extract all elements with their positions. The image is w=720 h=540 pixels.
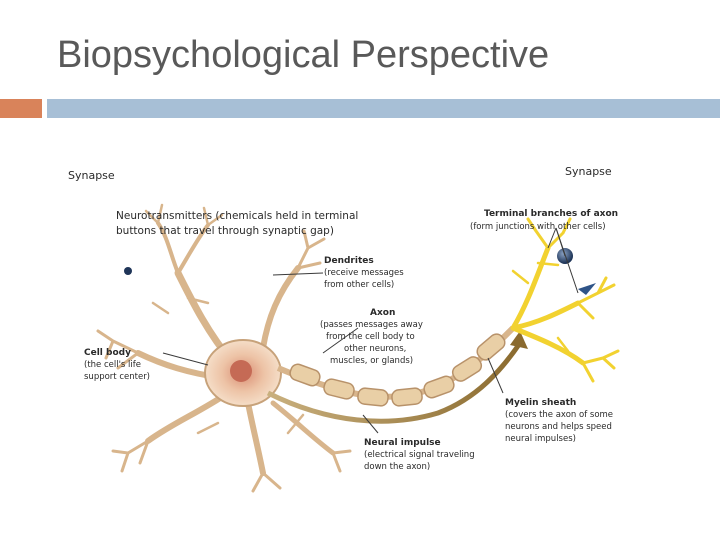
axon-title: Axon <box>370 308 395 318</box>
terminal-branches-desc: (form junctions with other cells) <box>470 222 606 232</box>
neural-impulse-title: Neural impulse <box>364 438 441 448</box>
axon-terminal-branches <box>513 219 618 381</box>
neurotransmitters-label-line2: buttons that travel through synaptic gap… <box>116 225 334 237</box>
title-accent-orange-bar <box>0 99 42 118</box>
dendrites-desc-line2: from other cells) <box>324 280 394 290</box>
neurotransmitters-label-line1: Neurotransmitters (chemicals held in ter… <box>116 210 358 222</box>
cell-body-title: Cell body <box>84 348 131 358</box>
neurotransmitter-dot-left <box>124 267 132 275</box>
terminal-receptor-shape <box>578 283 596 295</box>
title-accent-blue-bar <box>47 99 720 118</box>
terminal-branches-title: Terminal branches of axon <box>484 209 618 219</box>
dendrites-title: Dendrites <box>324 256 374 266</box>
cell-body-desc-line2: support center) <box>84 372 150 382</box>
neural-impulse-desc-line1: (electrical signal traveling <box>364 450 475 460</box>
neuron-diagram: Synapse Synapse Neurotransmitters (chemi… <box>58 153 648 498</box>
myelin-sheath-desc-line1: (covers the axon of some <box>505 410 613 420</box>
axon-desc-line3: other neurons, <box>344 344 406 354</box>
synapse-right-label: Synapse <box>565 165 612 178</box>
neural-impulse-desc-line2: down the axon) <box>364 462 430 472</box>
myelin-sheath-desc-line2: neurons and helps speed <box>505 422 612 432</box>
neuron-diagram-svg: Synapse Synapse Neurotransmitters (chemi… <box>58 153 648 498</box>
myelin-sheath-desc-line3: neural impulses) <box>505 434 576 444</box>
slide-title: Biopsychological Perspective <box>57 34 549 77</box>
axon-desc-line1: (passes messages away <box>320 320 423 330</box>
dendrites-desc-line1: (receive messages <box>324 268 404 278</box>
axon-desc-line2: from the cell body to <box>326 332 415 342</box>
myelin-sheath-title: Myelin sheath <box>505 398 576 408</box>
synapse-left-label: Synapse <box>68 169 115 182</box>
cell-nucleus <box>230 360 252 382</box>
cell-body-desc-line1: (the cell's life <box>84 360 141 370</box>
axon-desc-line4: muscles, or glands) <box>330 356 413 366</box>
